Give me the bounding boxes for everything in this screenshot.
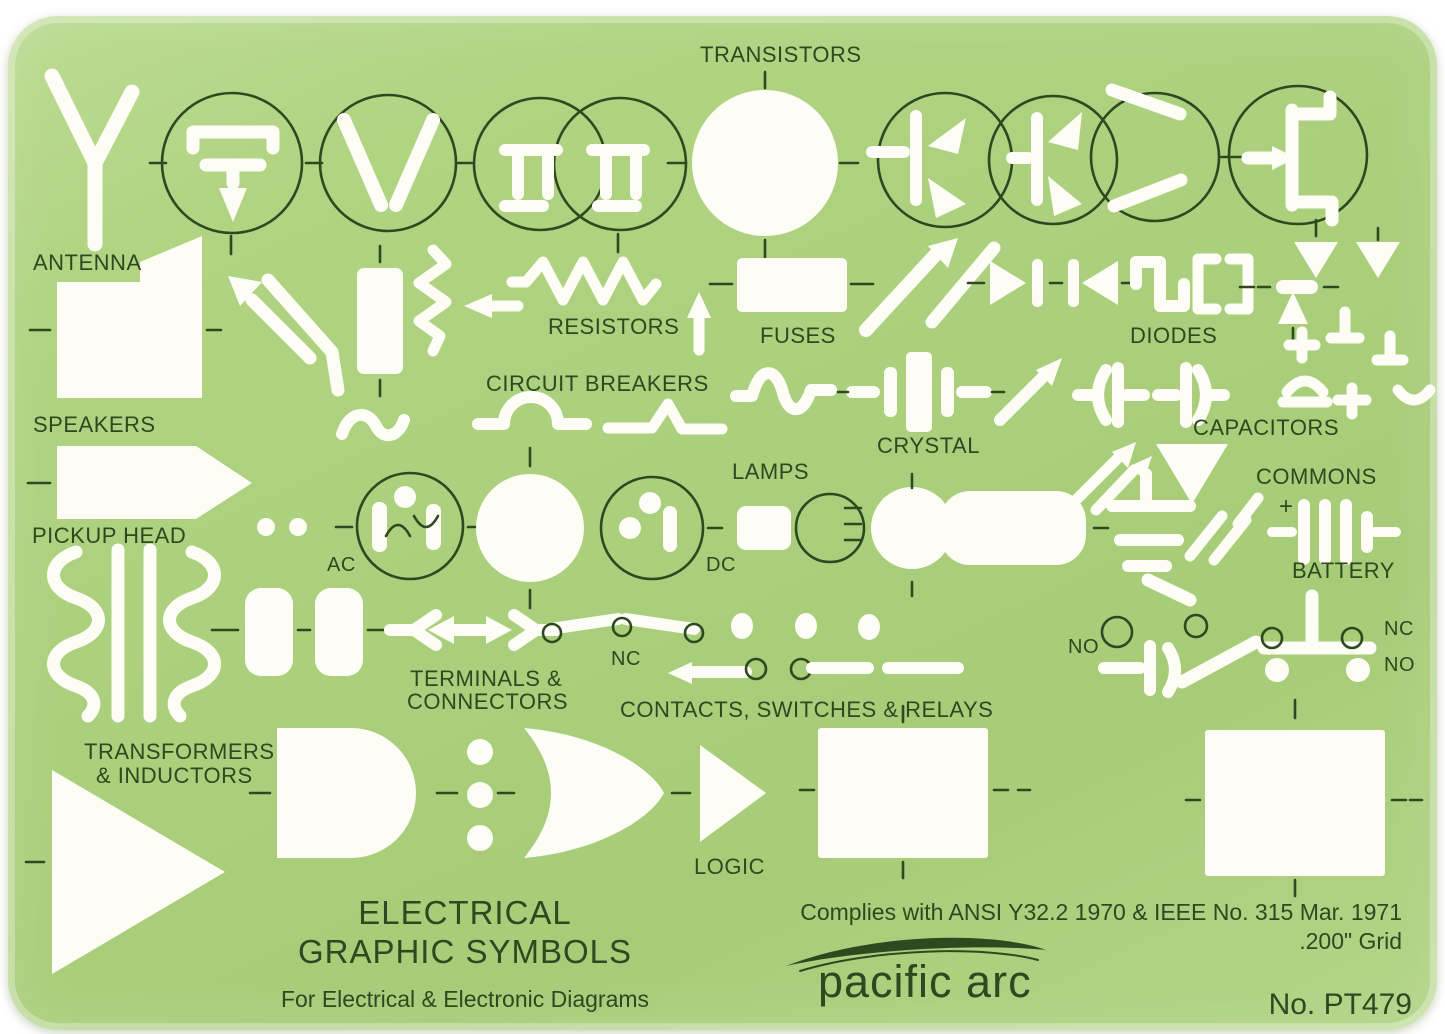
label-diodes: DIODES	[1130, 323, 1218, 348]
label-pickup-head: PICKUP HEAD	[32, 523, 187, 548]
label-battery-plus: +	[1279, 493, 1294, 520]
label-antenna: ANTENNA	[33, 250, 142, 275]
part-number: No. PT479	[1268, 988, 1412, 1021]
label-dc: DC	[706, 554, 736, 576]
brand-logo-text: pacific arc	[818, 956, 1032, 1007]
label-circuit-breakers: CIRCUIT BREAKERS	[486, 371, 709, 396]
label-transistors: TRANSISTORS	[700, 42, 862, 67]
label-transformers-1: TRANSFORMERS	[84, 739, 275, 764]
label-ac: AC	[327, 554, 356, 576]
footer-title-line1: ELECTRICAL	[358, 894, 572, 931]
label-fuses: FUSES	[760, 323, 836, 348]
label-speakers: SPEAKERS	[33, 412, 156, 437]
label-commons: COMMONS	[1256, 464, 1377, 489]
label-transformers-2: & INDUCTORS	[96, 763, 253, 788]
label-battery: BATTERY	[1292, 558, 1395, 583]
grid-spec: .200" Grid	[1299, 928, 1402, 954]
footer-title-line2: GRAPHIC SYMBOLS	[297, 933, 633, 970]
label-capacitors: CAPACITORS	[1193, 415, 1339, 440]
label-logic: LOGIC	[694, 854, 765, 879]
compliance-note: Complies with ANSI Y32.2 1970 & IEEE No.…	[800, 899, 1402, 925]
label-terminals-1: TERMINALS &	[410, 666, 563, 691]
label-nc-mid: NC	[611, 648, 641, 670]
label-no-mid: NO	[1068, 636, 1099, 658]
label-terminals-2: CONNECTORS	[407, 689, 569, 714]
label-resistors: RESISTORS	[548, 314, 680, 339]
label-lamps: LAMPS	[732, 459, 810, 484]
label-crystal: CRYSTAL	[877, 433, 980, 458]
label-contacts-switches: CONTACTS, SWITCHES & RELAYS	[620, 697, 994, 722]
label-no-right: NO	[1384, 654, 1415, 676]
label-nc-right: NC	[1384, 618, 1414, 640]
footer-subtitle: For Electrical & Electronic Diagrams	[280, 986, 650, 1012]
